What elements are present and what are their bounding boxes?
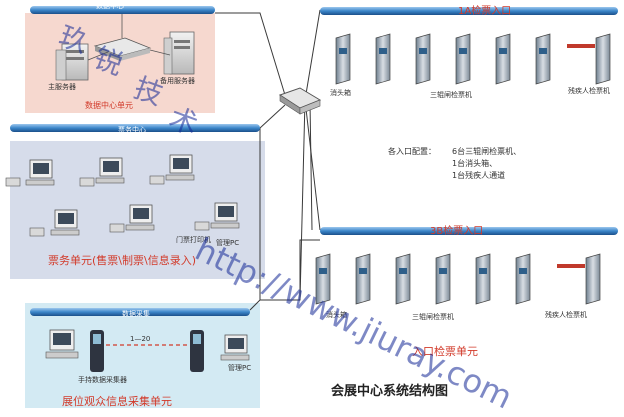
backup-server-icon [163, 31, 195, 75]
data-center-bus-label: 数据中心 [96, 2, 124, 10]
ticket-pcs [5, 154, 240, 237]
main-server-label: 主服务器 [48, 83, 76, 91]
bus-data-center [30, 6, 215, 14]
backup-server-label: 备用服务器 [160, 77, 195, 85]
ticket-unit-label: 票务单元(售票\制票\信息录入) [48, 254, 196, 267]
tripod-gate-bottom-label: 三辊闸检票机 [412, 313, 454, 321]
config-line-2: 1台消头箱、 [452, 159, 498, 168]
gates-1a [335, 33, 611, 85]
bus-entrance-1a [320, 7, 618, 15]
collect-pc-right-icon [220, 334, 250, 361]
config-title: 各入口配置： [388, 147, 436, 156]
entrance-3b-label: 3B检票入口 [430, 226, 484, 237]
bus-data-collect [30, 308, 250, 316]
config-line-1: 6台三辊闸检票机、 [452, 147, 522, 156]
data-center-unit-label: 数据中心单元 [85, 101, 133, 110]
data-collect-bus-label: 数据采集 [122, 310, 150, 318]
entrance-1a-label: 1A检票入口 [458, 6, 512, 17]
collect-unit-label: 展位观众信息采集单元 [62, 395, 172, 408]
collect-pc-left-icon [45, 329, 79, 359]
disabled-gate-bottom-label: 残疾人检票机 [545, 311, 587, 319]
config-line-3: 1台残疾人通道 [452, 171, 506, 180]
network-switch-icon [278, 87, 322, 115]
bus-ticket-center [10, 124, 260, 132]
bus-entrance-3b [320, 227, 618, 235]
ticket-manage-pc-label: 管理PC [216, 239, 240, 247]
ticket-center-bus-label: 票务中心 [118, 126, 146, 134]
fire-head-top-label: 消头箱 [330, 89, 351, 97]
fire-head-bottom-label: 消头箱 [326, 311, 347, 319]
tripod-gate-top-label: 三辊闸检票机 [430, 91, 472, 99]
disabled-gate-top-label: 残疾人检票机 [568, 87, 610, 95]
gates-3b [315, 253, 601, 305]
collect-manage-pc-label: 管理PC [228, 364, 252, 372]
main-server-icon [55, 43, 89, 81]
diagram-title: 会展中心系统结构图 [331, 384, 449, 399]
printer-label: 门票打印机 [176, 236, 211, 244]
handheld-label: 手持数据采集器 [78, 376, 127, 384]
entrance-unit-label: 入口检票单元 [412, 345, 478, 358]
handheld-left-icon [90, 330, 104, 372]
count-range-label: 1—20 [130, 335, 151, 343]
hub-icon [93, 37, 152, 61]
handheld-right-icon [190, 330, 204, 372]
